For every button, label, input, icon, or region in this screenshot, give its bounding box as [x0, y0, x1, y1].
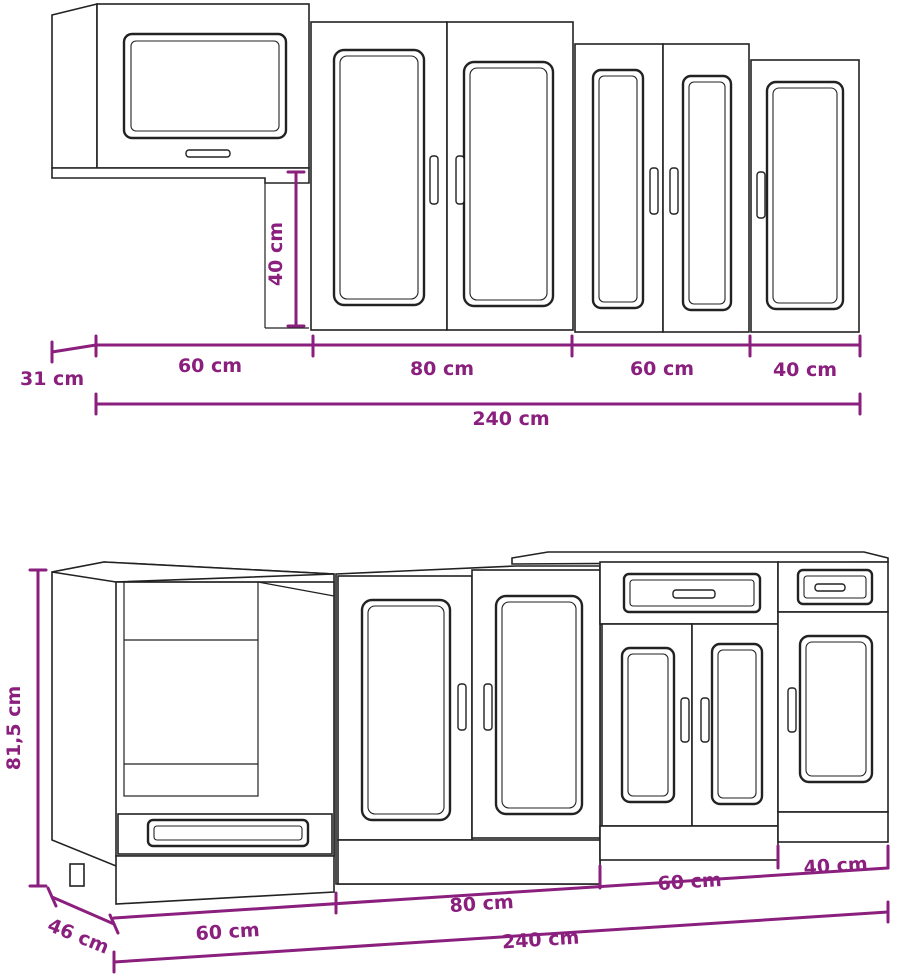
upper-cabinet-80: [310, 21, 574, 331]
countertop: [511, 551, 889, 565]
upper-total-label: 240 cm: [472, 408, 549, 430]
lower-cabinet-60: [599, 561, 779, 861]
lower-width-label-4: 40 cm: [803, 853, 868, 879]
lower-cabinet-40: [777, 561, 889, 843]
lower-height-label: 81,5 cm: [3, 686, 25, 771]
lower-cabinets: [51, 551, 889, 905]
upper-width-label-2: 80 cm: [410, 358, 474, 380]
lower-cabinet-80: [335, 565, 601, 885]
upper-cabinet-60b: [574, 43, 750, 333]
upper-cabinets: [51, 2, 860, 333]
lower-dimensions: [28, 568, 890, 974]
upper-cabinet-40: [750, 59, 860, 333]
lower-width-label-2: 80 cm: [449, 891, 514, 917]
lower-oven-cabinet-60: [51, 561, 335, 905]
lower-total-label: 240 cm: [501, 927, 580, 954]
lower-depth-label: 46 cm: [44, 914, 112, 958]
upper-height-label: 40 cm: [265, 222, 287, 286]
upper-depth-label: 31 cm: [20, 368, 84, 390]
lower-width-label-3: 60 cm: [657, 869, 722, 895]
lower-width-label-1: 60 cm: [195, 919, 260, 945]
upper-cabinet-60: [51, 2, 310, 329]
upper-labels: 40 cm 31 cm 60 cm 80 cm 60 cm 40 cm 240 …: [20, 222, 837, 430]
upper-width-label-3: 60 cm: [630, 358, 694, 380]
upper-width-label-1: 60 cm: [178, 355, 242, 377]
upper-width-label-4: 40 cm: [773, 359, 837, 381]
upper-dimensions: [50, 170, 862, 416]
